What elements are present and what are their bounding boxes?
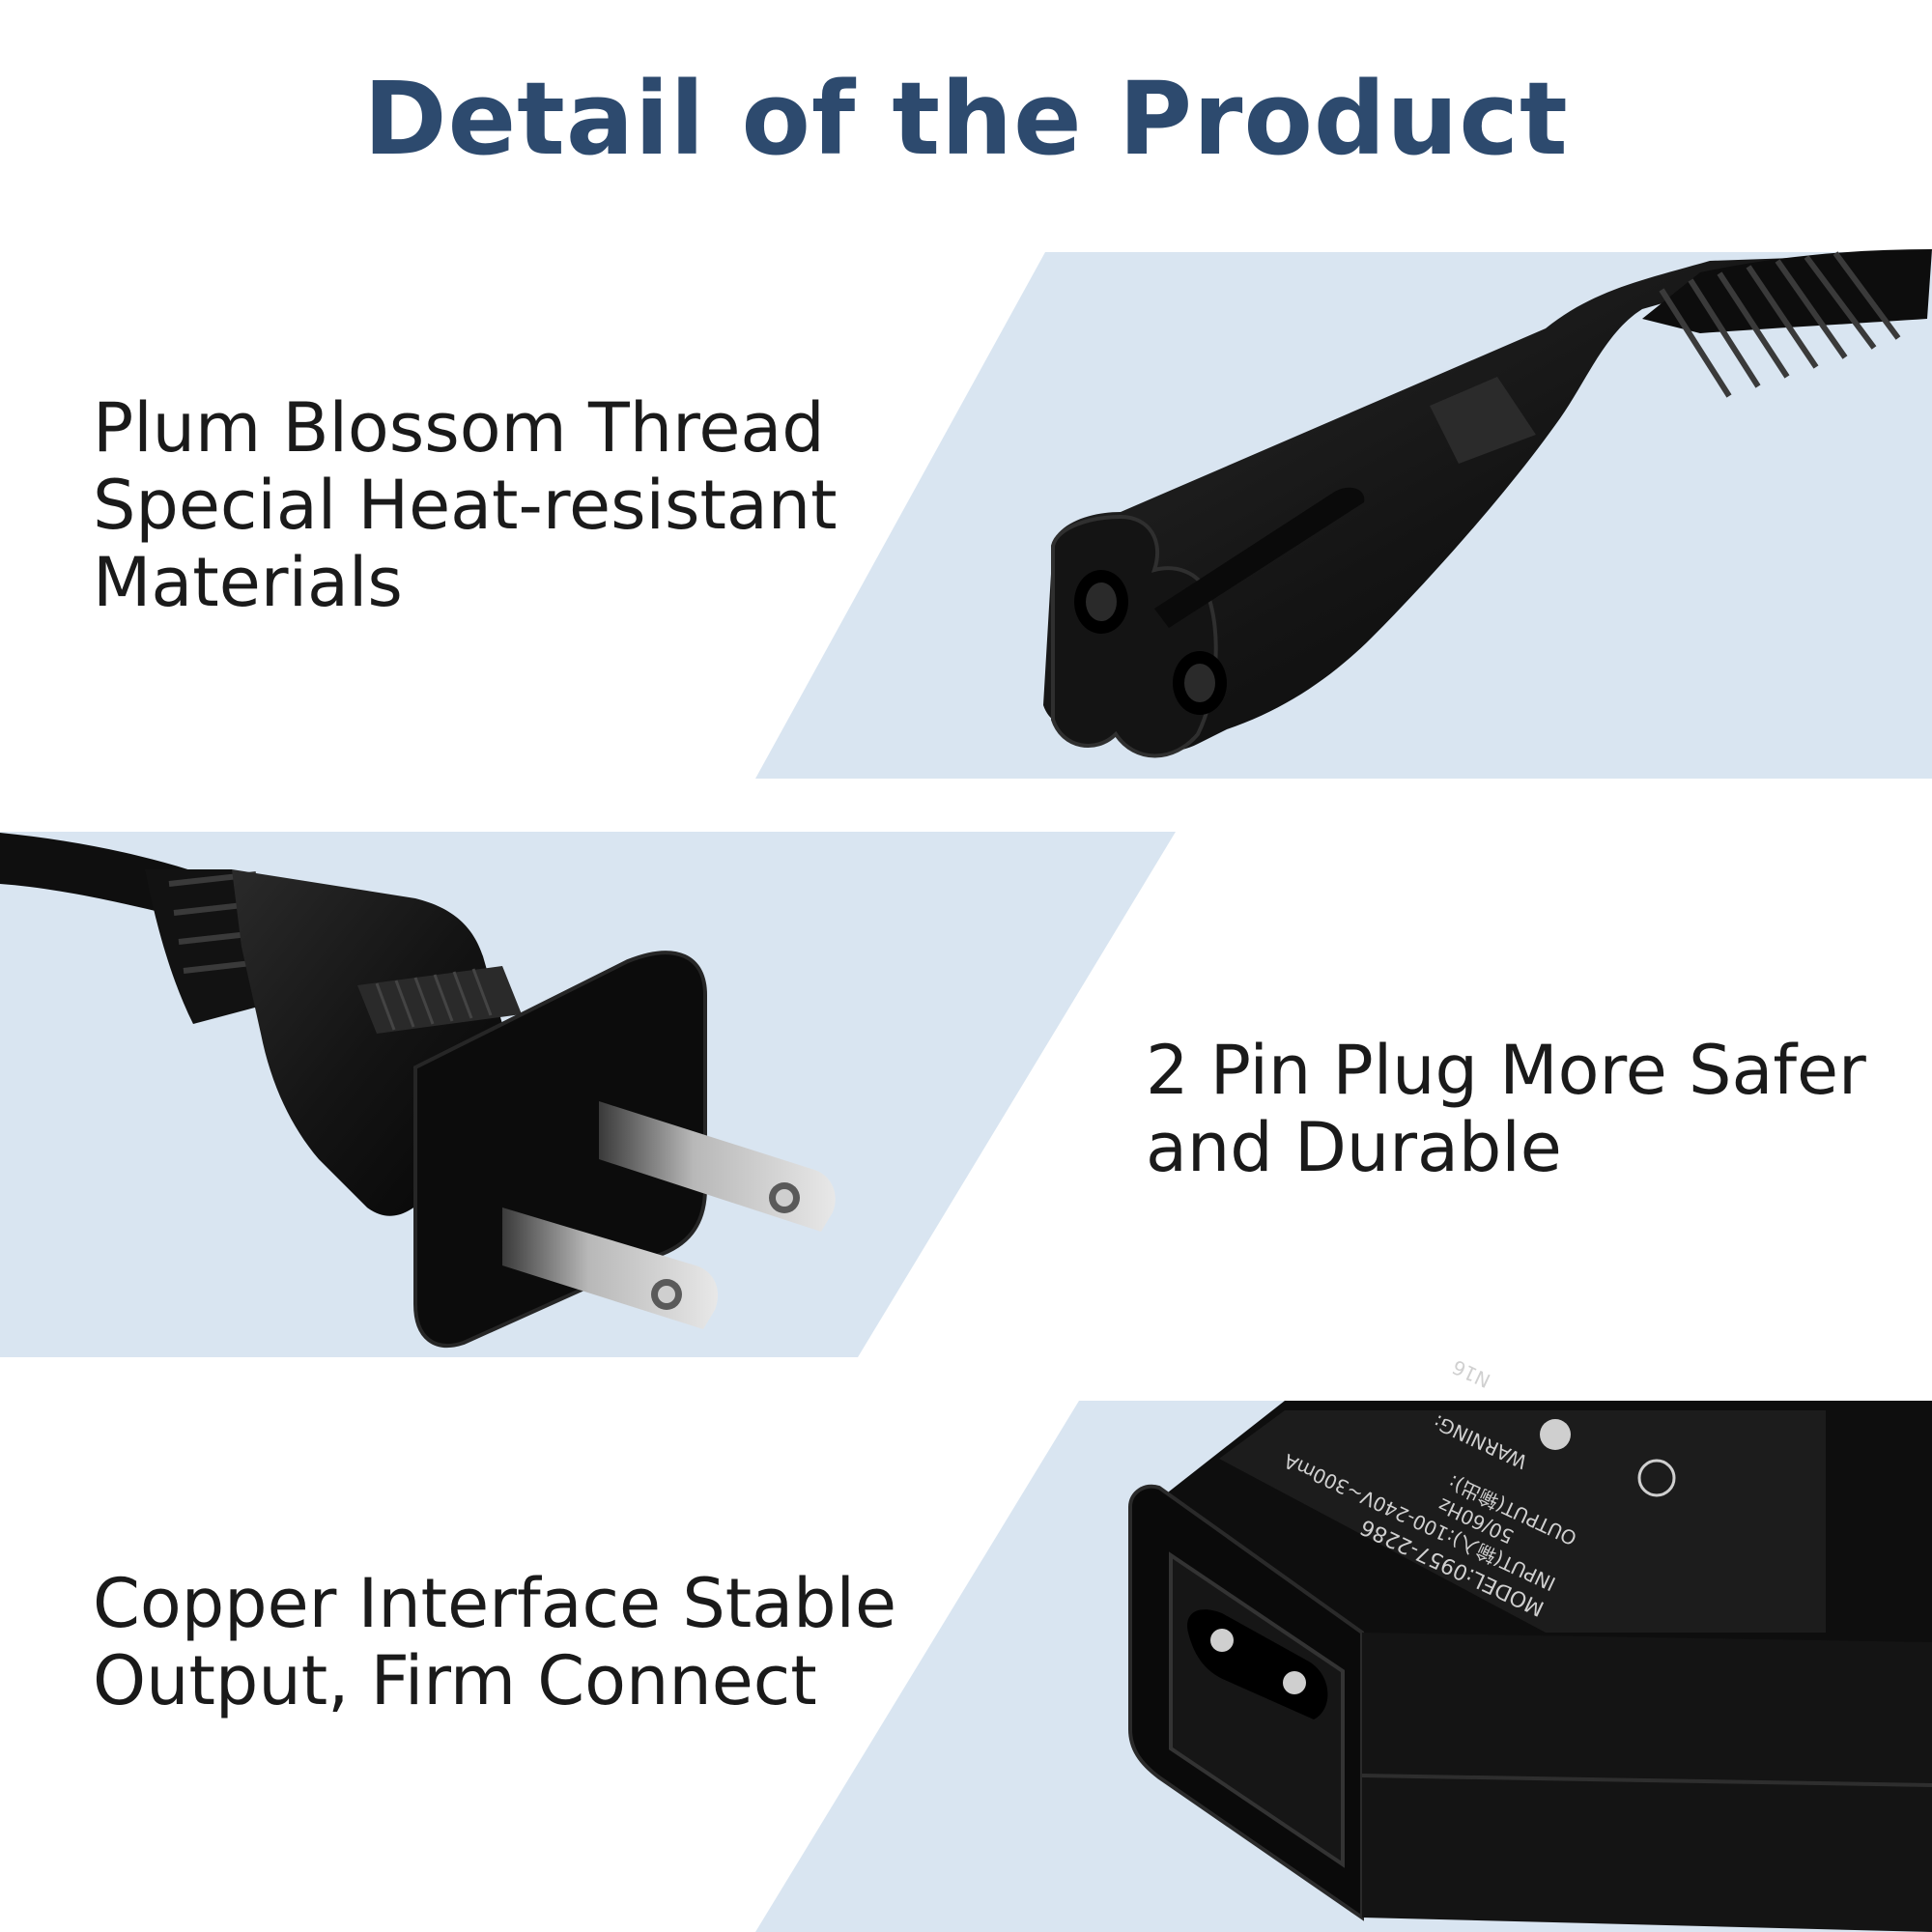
power-adapter-icon: MODEL:0957-2286 INPUT(输入):100-240V~300mA… — [1128, 1355, 1932, 1932]
feature-line: 2 Pin Plug More Safer — [1146, 1031, 1866, 1110]
page-title: Detail of the Product — [363, 60, 1569, 178]
feature-copper-interface-text: Copper Interface Stable Output, Firm Con… — [93, 1565, 896, 1719]
feature-line: Materials — [93, 543, 403, 622]
feature-line: Special Heat-resistant — [93, 466, 838, 545]
feature-two-pin-plug-text: 2 Pin Plug More Safer and Durable — [1146, 1032, 1866, 1186]
feature-heat-resistant-text: Plum Blossom Thread Special Heat-resista… — [93, 389, 838, 621]
adapter-code-text: N16 — [1449, 1355, 1494, 1393]
feature-line: Output, Firm Connect — [93, 1641, 817, 1720]
ccc-mark-icon — [1540, 1419, 1571, 1450]
feature-line: Copper Interface Stable — [93, 1564, 897, 1643]
feature-line: and Durable — [1146, 1108, 1562, 1187]
certification-mark-icon — [1637, 1459, 1676, 1497]
two-pin-plug-icon — [0, 833, 836, 1349]
c7-connector-icon — [1043, 249, 1932, 758]
feature-line: Plum Blossom Thread — [93, 388, 825, 468]
